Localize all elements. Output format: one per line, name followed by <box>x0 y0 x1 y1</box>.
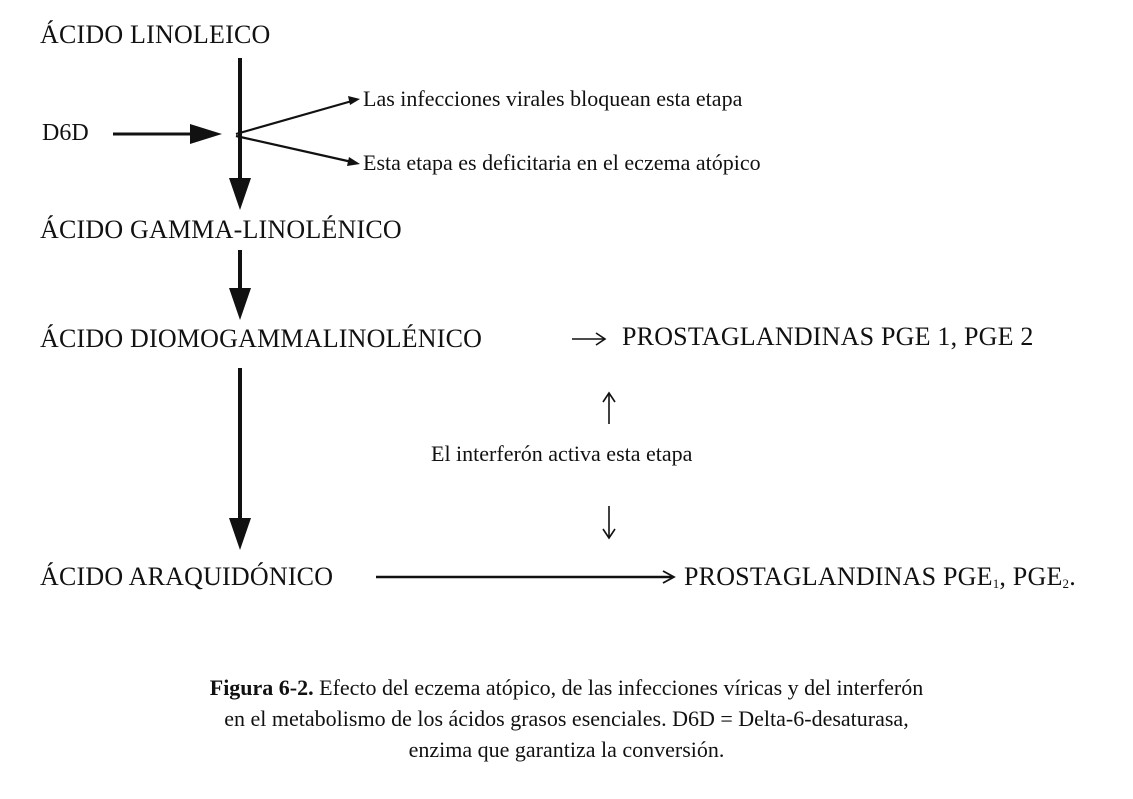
caption-label: Figura 6-2. <box>209 675 314 700</box>
node-acido-araquidonico: ÁCIDO ARAQUIDÓNICO <box>40 562 334 591</box>
arrowhead-eczema-note <box>347 157 360 166</box>
line-to-viral-note <box>235 99 353 136</box>
caption-line-1: Figura 6-2. Efecto del eczema atópico, d… <box>0 672 1133 703</box>
node-acido-gamma-linolenico: ÁCIDO GAMMA-LINOLÉNICO <box>40 215 402 244</box>
arrowhead-araquidonico-pge <box>662 570 676 584</box>
arrowhead-interferon-down <box>602 528 616 540</box>
pge-bottom-sub2: 2 <box>1062 576 1070 591</box>
node-acido-linoleico: ÁCIDO LINOLEICO <box>40 20 271 49</box>
caption-line-2: en el metabolismo de los ácidos grasos e… <box>224 706 909 731</box>
note-eczema: Esta etapa es deficitaria en el eczema a… <box>363 150 761 175</box>
note-viral-infections: Las infecciones virales bloquean esta et… <box>363 86 743 111</box>
caption-line-1-text: Efecto del eczema atópico, de las infecc… <box>313 675 924 700</box>
pge-bottom-sub1: 1 <box>992 576 1000 591</box>
figure-caption: Figura 6-2. Efecto del eczema atópico, d… <box>0 672 1133 765</box>
node-prostaglandinas-bottom: PROSTAGLANDINAS PGE1, PGE2. <box>684 562 1076 592</box>
arrowhead-gamma <box>229 178 251 210</box>
arrowhead-diomo <box>229 288 251 320</box>
pge-bottom-end: . <box>1069 562 1076 591</box>
note-interferon: El interferón activa esta etapa <box>431 441 693 466</box>
pge-bottom-text: PROSTAGLANDINAS PGE <box>684 562 993 591</box>
arrowhead-interferon-up <box>602 391 616 403</box>
arrowhead-diomo-pge <box>595 332 607 346</box>
node-acido-diomogammalinolenico: ÁCIDO DIOMOGAMMALINOLÉNICO <box>40 324 483 353</box>
label-d6d: D6D <box>42 120 89 146</box>
pge-bottom-mid: , PGE <box>999 562 1063 591</box>
arrowhead-viral-note <box>348 96 360 105</box>
line-to-eczema-note <box>235 134 353 164</box>
arrowhead-d6d <box>190 124 222 144</box>
caption-line-3: enzima que garantiza la conversión. <box>408 737 725 762</box>
node-prostaglandinas-top: PROSTAGLANDINAS PGE 1, PGE 2 <box>622 322 1034 351</box>
arrowhead-araquidonico <box>229 518 251 550</box>
